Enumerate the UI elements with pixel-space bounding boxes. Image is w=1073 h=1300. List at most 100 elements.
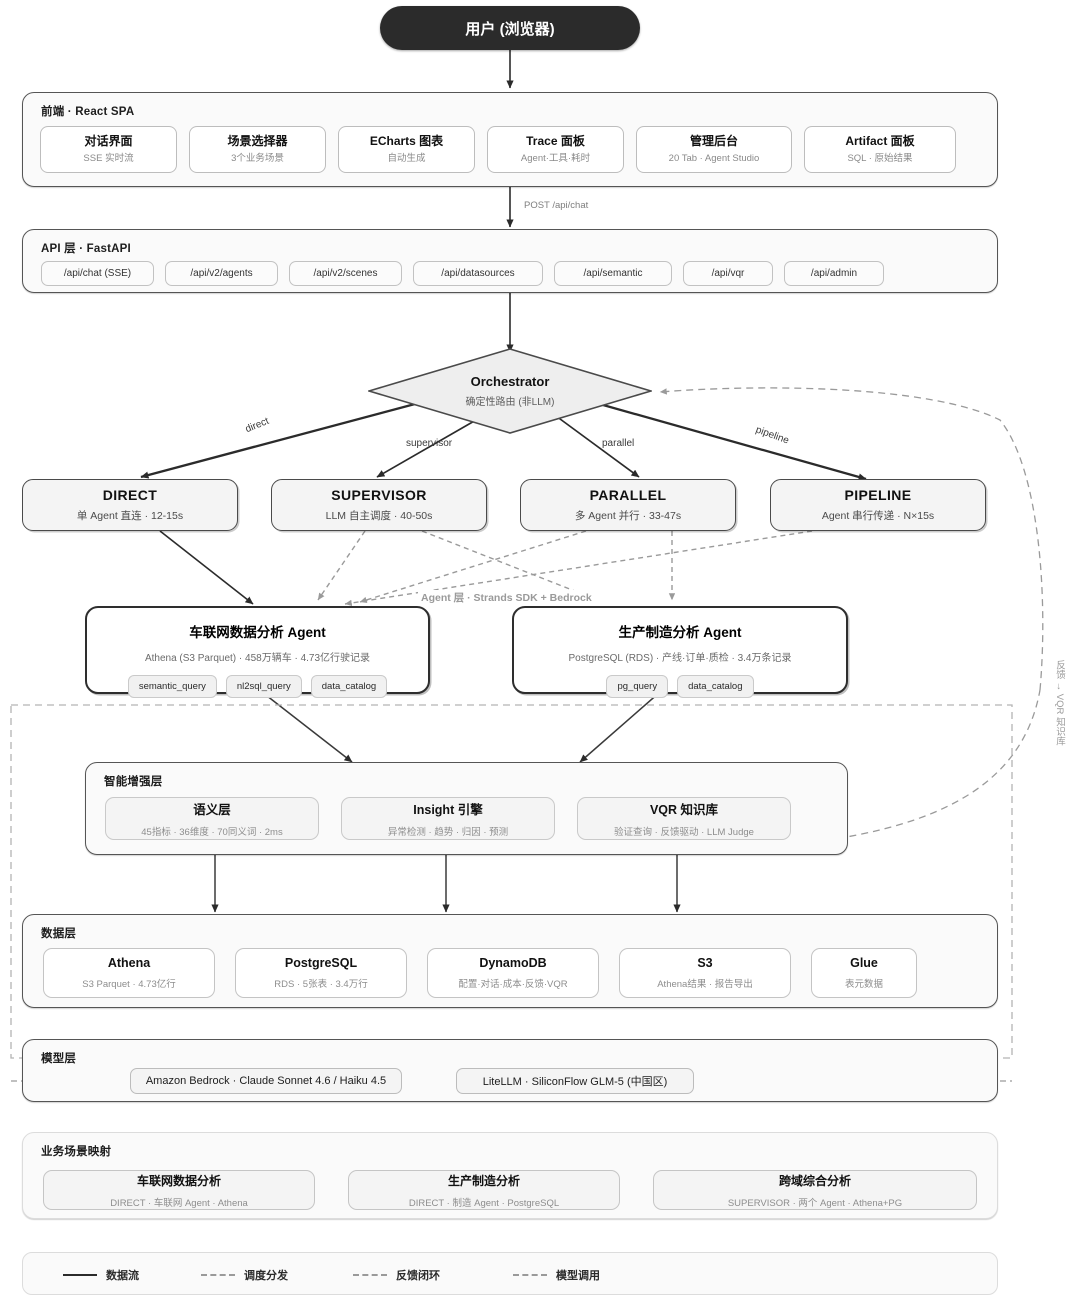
card-title: 跨域综合分析 — [778, 1173, 851, 1188]
legend-item-model-call: 模型调用 — [513, 1267, 600, 1283]
orchestrator-sub: 确定性路由 (非LLM) — [465, 397, 555, 408]
card-sub: 20 Tab · Agent Studio — [668, 153, 760, 165]
data-layer-title: 数据层 — [41, 928, 77, 940]
api-endpoint-agents[interactable]: /api/v2/agents — [165, 261, 278, 286]
data-layer-cards: Athena S3 Parquet · 4.73亿行 PostgreSQL RD… — [43, 948, 977, 998]
data-card-dynamodb[interactable]: DynamoDB 配置·对话·成本·反馈·VQR — [427, 948, 599, 998]
card-title: DynamoDB — [479, 956, 547, 970]
route-box-parallel[interactable]: PARALLEL 多 Agent 并行 · 33-47s — [520, 479, 736, 531]
frontend-title: 前端 · React SPA — [41, 106, 135, 118]
scenario-card-iov[interactable]: 车联网数据分析 DIRECT · 车联网 Agent · Athena — [43, 1170, 315, 1210]
frontend-card-artifact[interactable]: Artifact 面板 SQL · 原始结果 — [804, 126, 956, 173]
card-title: PostgreSQL — [284, 956, 358, 970]
api-endpoints: /api/chat (SSE) /api/v2/agents /api/v2/s… — [41, 261, 983, 286]
tool-nl2sql-query[interactable]: nl2sql_query — [225, 675, 302, 698]
card-title: Trace 面板 — [526, 134, 585, 149]
enhancement-card-insight[interactable]: Insight 引擎 异常检测 · 趋势 · 归因 · 预测 — [341, 797, 555, 840]
scenarios-title: 业务场景映射 — [41, 1146, 112, 1158]
route-title: DIRECT — [102, 487, 158, 503]
agent-layer-label: Agent 层 · Strands SDK + Bedrock — [418, 590, 595, 605]
card-sub: 验证查询 · 反馈驱动 · LLM Judge — [614, 827, 754, 838]
data-card-postgresql[interactable]: PostgreSQL RDS · 5张表 · 3.4万行 — [235, 948, 407, 998]
card-title: 语义层 — [193, 803, 231, 817]
card-sub: 自动生成 — [387, 153, 426, 165]
route-title: SUPERVISOR — [331, 487, 427, 503]
agent-title: 车联网数据分析 Agent — [189, 625, 326, 640]
orchestrator-node[interactable]: Orchestrator 确定性路由 (非LLM) — [368, 348, 652, 434]
legend-panel: 数据流 调度分发 反馈闭环 模型调用 — [22, 1252, 998, 1295]
endpoint-label: /api/v2/agents — [190, 268, 253, 279]
card-title: 场景选择器 — [227, 134, 288, 149]
frontend-card-trace[interactable]: Trace 面板 Agent·工具·耗时 — [487, 126, 624, 173]
enhancement-card-vqr[interactable]: VQR 知识库 验证查询 · 反馈驱动 · LLM Judge — [577, 797, 791, 840]
card-title: ECharts 图表 — [369, 134, 444, 149]
endpoint-label: /api/vqr — [711, 268, 745, 279]
endpoint-label: /api/datasources — [441, 268, 515, 279]
route-box-direct[interactable]: DIRECT 单 Agent 直连 · 12-15s — [22, 479, 238, 531]
api-endpoint-admin[interactable]: /api/admin — [784, 261, 884, 286]
card-sub: 异常检测 · 趋势 · 归因 · 预测 — [387, 827, 509, 838]
route-box-supervisor[interactable]: SUPERVISOR LLM 自主调度 · 40-50s — [271, 479, 487, 531]
frontend-card-dialog[interactable]: 对话界面 SSE 实时流 — [40, 126, 177, 173]
api-endpoint-semantic[interactable]: /api/semantic — [554, 261, 672, 286]
route-sub: 单 Agent 直连 · 12-15s — [76, 510, 184, 522]
enhancement-title: 智能增强层 — [104, 776, 163, 788]
enhancement-card-semantic[interactable]: 语义层 45指标 · 36维度 · 70同义词 · 2ms — [105, 797, 319, 840]
edge-label-direct: direct — [243, 415, 271, 436]
frontend-cards: 对话界面 SSE 实时流 场景选择器 3个业务场景 ECharts 图表 自动生… — [40, 126, 984, 173]
card-sub: 表元数据 — [844, 979, 883, 990]
agent-title: 生产制造分析 Agent — [618, 625, 742, 640]
legend-dashed-line-icon — [513, 1274, 547, 1276]
frontend-card-echarts[interactable]: ECharts 图表 自动生成 — [338, 126, 475, 173]
agent-box-manufacturing[interactable]: 生产制造分析 Agent PostgreSQL (RDS) · 产线·订单·质检… — [512, 606, 848, 698]
tool-data-catalog[interactable]: data_catalog — [677, 675, 754, 698]
card-title: S3 — [697, 956, 713, 970]
card-sub: SSE 实时流 — [83, 153, 134, 165]
api-endpoint-scenes[interactable]: /api/v2/scenes — [289, 261, 402, 286]
tool-pg-query[interactable]: pg_query — [606, 675, 669, 698]
agent-sub: PostgreSQL (RDS) · 产线·订单·质检 · 3.4万条记录 — [568, 653, 792, 664]
frontend-card-scene-selector[interactable]: 场景选择器 3个业务场景 — [189, 126, 326, 173]
card-sub: RDS · 5张表 · 3.4万行 — [274, 979, 368, 990]
card-title: Artifact 面板 — [845, 134, 915, 149]
card-sub: SQL · 原始结果 — [847, 153, 913, 165]
legend-label: 数据流 — [106, 1270, 139, 1282]
legend-dashed-line-icon — [353, 1274, 387, 1276]
legend-item-feedback: 反馈闭环 — [353, 1267, 440, 1283]
legend-item-dispatch: 调度分发 — [201, 1267, 288, 1283]
agent-box-iov[interactable]: 车联网数据分析 Agent Athena (S3 Parquet) · 458万… — [85, 606, 430, 698]
edge-label-parallel: parallel — [602, 438, 635, 449]
model-chip-bedrock[interactable]: Amazon Bedrock · Claude Sonnet 4.6 / Hai… — [130, 1068, 402, 1094]
card-sub: 45指标 · 36维度 · 70同义词 · 2ms — [141, 827, 283, 838]
card-title: 车联网数据分析 — [136, 1173, 221, 1188]
scenario-card-manufacturing[interactable]: 生产制造分析 DIRECT · 制造 Agent · PostgreSQL — [348, 1170, 620, 1210]
frontend-card-admin[interactable]: 管理后台 20 Tab · Agent Studio — [636, 126, 792, 173]
data-card-athena[interactable]: Athena S3 Parquet · 4.73亿行 — [43, 948, 215, 998]
endpoint-label: /api/semantic — [583, 268, 643, 279]
model-label: Amazon Bedrock · Claude Sonnet 4.6 / Hai… — [145, 1075, 387, 1087]
card-title: 管理后台 — [689, 134, 738, 149]
model-label: LiteLLM · SiliconFlow GLM-5 (中国区) — [482, 1076, 668, 1088]
tool-data-catalog[interactable]: data_catalog — [310, 675, 388, 698]
edge-label-supervisor: supervisor — [406, 438, 453, 449]
route-sub: LLM 自主调度 · 40-50s — [325, 510, 433, 522]
scenario-card-cross-domain[interactable]: 跨域综合分析 SUPERVISOR · 两个 Agent · Athena+PG — [653, 1170, 977, 1210]
route-title: PIPELINE — [844, 487, 912, 503]
api-endpoint-datasources[interactable]: /api/datasources — [413, 261, 543, 286]
data-card-s3[interactable]: S3 Athena结果 · 报告导出 — [619, 948, 791, 998]
api-title: API 层 · FastAPI — [41, 243, 131, 255]
route-box-pipeline[interactable]: PIPELINE Agent 串行传递 · N×15s — [770, 479, 986, 531]
tool-semantic-query[interactable]: semantic_query — [127, 675, 217, 698]
legend-dashed-line-icon — [201, 1274, 235, 1276]
api-endpoint-vqr[interactable]: /api/vqr — [683, 261, 773, 286]
model-chip-litellm[interactable]: LiteLLM · SiliconFlow GLM-5 (中国区) — [456, 1068, 694, 1094]
agent-tools: semantic_query nl2sql_query data_catalog — [127, 675, 388, 698]
legend-label: 调度分发 — [244, 1270, 288, 1282]
card-sub: 3个业务场景 — [231, 153, 284, 165]
data-card-glue[interactable]: Glue 表元数据 — [811, 948, 917, 998]
api-endpoint-chat[interactable]: /api/chat (SSE) — [41, 261, 154, 286]
card-sub: DIRECT · 制造 Agent · PostgreSQL — [408, 1197, 560, 1209]
card-title: 对话界面 — [84, 134, 133, 149]
card-sub: 配置·对话·成本·反馈·VQR — [458, 979, 568, 990]
